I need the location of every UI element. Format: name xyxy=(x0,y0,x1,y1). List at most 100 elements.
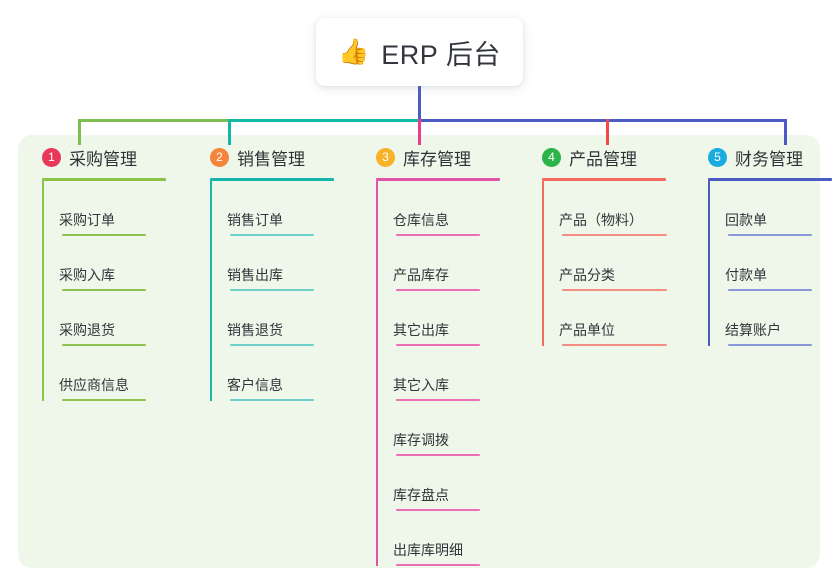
menu-item[interactable]: 销售出库 xyxy=(210,236,353,291)
menu-item-rule xyxy=(62,289,146,291)
menu-item-rule xyxy=(62,344,146,346)
column-header-rule-2 xyxy=(210,178,334,181)
menu-item[interactable]: 采购入库 xyxy=(42,236,185,291)
menu-item-label: 其它出库 xyxy=(393,322,449,338)
bus-segment-1 xyxy=(78,119,228,122)
menu-item-rule xyxy=(728,289,812,291)
menu-item-label: 客户信息 xyxy=(227,377,283,393)
column-title-3: 库存管理 xyxy=(403,149,471,169)
menu-item-rule xyxy=(562,289,667,291)
root-node-card[interactable]: 👍 ERP 后台 xyxy=(316,18,523,86)
column-spine-4 xyxy=(542,181,544,346)
menu-item-label: 销售出库 xyxy=(227,267,283,283)
menu-item-label: 产品单位 xyxy=(559,322,615,338)
column-spine-3 xyxy=(376,181,378,566)
column-items-4: 产品（物料） 产品分类产品单位 xyxy=(522,181,692,346)
menu-item-label: 仓库信息 xyxy=(393,212,449,228)
menu-item-label: 采购退货 xyxy=(59,322,115,338)
menu-item-label: 付款单 xyxy=(725,267,767,283)
menu-item[interactable]: 结算账户 xyxy=(708,291,818,346)
menu-item[interactable]: 产品单位 xyxy=(542,291,692,346)
menu-item-label: 库存盘点 xyxy=(393,487,449,503)
column-header-rule-1 xyxy=(42,178,166,181)
menu-item-label: 回款单 xyxy=(725,212,767,228)
column-1: 1 采购管理采购订单采购入库采购退货供应商信息 xyxy=(22,143,185,401)
column-badge-1: 1 xyxy=(42,147,61,167)
root-stem-connector xyxy=(418,86,421,122)
menu-item[interactable]: 采购退货 xyxy=(42,291,185,346)
menu-item-rule xyxy=(230,289,314,291)
column-title-1: 采购管理 xyxy=(69,149,137,169)
menu-item[interactable]: 采购订单 xyxy=(42,181,185,236)
menu-item-rule xyxy=(230,344,314,346)
column-title-5: 财务管理 xyxy=(735,149,803,169)
drop-connector-4 xyxy=(606,119,609,145)
menu-item-rule xyxy=(396,399,480,401)
column-items-2: 销售订单销售出库销售退货客户信息 xyxy=(190,181,353,401)
column-badge-3: 3 xyxy=(376,147,395,167)
column-items-1: 采购订单采购入库采购退货供应商信息 xyxy=(22,181,185,401)
menu-item-label: 产品分类 xyxy=(559,267,615,283)
menu-item-rule xyxy=(62,234,146,236)
menu-item-rule xyxy=(728,344,812,346)
drop-connector-2 xyxy=(228,119,231,145)
column-spine-5 xyxy=(708,181,710,346)
menu-item[interactable]: 产品分类 xyxy=(542,236,692,291)
menu-item[interactable]: 产品（物料） xyxy=(542,181,692,236)
menu-item[interactable]: 客户信息 xyxy=(210,346,353,401)
menu-item-label: 采购入库 xyxy=(59,267,115,283)
diagram-panel xyxy=(18,135,820,568)
menu-item-label: 供应商信息 xyxy=(59,377,129,393)
menu-item-label: 采购订单 xyxy=(59,212,115,228)
drop-connector-5 xyxy=(784,119,787,145)
root-node-title: ERP 后台 xyxy=(381,39,501,70)
menu-item[interactable]: 供应商信息 xyxy=(42,346,185,401)
menu-item[interactable]: 产品库存 xyxy=(376,236,519,291)
thumbs-up-icon: 👍 xyxy=(338,37,370,66)
menu-item-rule xyxy=(230,399,314,401)
column-spine-1 xyxy=(42,181,44,401)
column-badge-2: 2 xyxy=(210,147,229,167)
menu-item-rule xyxy=(396,234,480,236)
menu-item-rule xyxy=(396,344,480,346)
menu-item[interactable]: 仓库信息 xyxy=(376,181,519,236)
menu-item[interactable]: 付款单 xyxy=(708,236,818,291)
menu-item[interactable]: 销售订单 xyxy=(210,181,353,236)
column-items-3: 仓库信息产品库存其它出库其它入库库存调拨库存盘点出库库明细 xyxy=(356,181,519,566)
root-node-content: 👍 ERP 后台 xyxy=(338,33,501,72)
menu-item-label: 产品（物料） xyxy=(559,212,643,228)
menu-item[interactable]: 其它出库 xyxy=(376,291,519,346)
menu-item[interactable]: 销售退货 xyxy=(210,291,353,346)
menu-item-rule xyxy=(230,234,314,236)
menu-item[interactable]: 库存调拨 xyxy=(376,401,519,456)
column-badge-4: 4 xyxy=(542,147,561,167)
menu-item[interactable]: 出库库明细 xyxy=(376,511,519,566)
column-header-1[interactable]: 1 采购管理 xyxy=(22,143,185,171)
menu-item[interactable]: 回款单 xyxy=(708,181,818,236)
menu-item-rule xyxy=(396,454,480,456)
menu-item[interactable]: 库存盘点 xyxy=(376,456,519,511)
menu-item-label: 出库库明细 xyxy=(393,542,463,558)
menu-item[interactable]: 其它入库 xyxy=(376,346,519,401)
menu-item-label: 库存调拨 xyxy=(393,432,449,448)
column-header-rule-3 xyxy=(376,178,500,181)
column-header-rule-5 xyxy=(708,178,832,181)
menu-item-label: 销售订单 xyxy=(227,212,283,228)
column-header-3[interactable]: 3 库存管理 xyxy=(356,143,519,171)
menu-item-rule xyxy=(396,509,480,511)
menu-item-label: 销售退货 xyxy=(227,322,283,338)
column-spine-2 xyxy=(210,181,212,401)
column-3: 3 库存管理仓库信息产品库存其它出库其它入库库存调拨库存盘点出库库明细 xyxy=(356,143,519,566)
menu-item-rule xyxy=(396,289,480,291)
menu-item-label: 其它入库 xyxy=(393,377,449,393)
menu-item-rule xyxy=(62,399,146,401)
column-items-5: 回款单付款单结算账户 xyxy=(688,181,818,346)
menu-item-rule xyxy=(562,344,667,346)
